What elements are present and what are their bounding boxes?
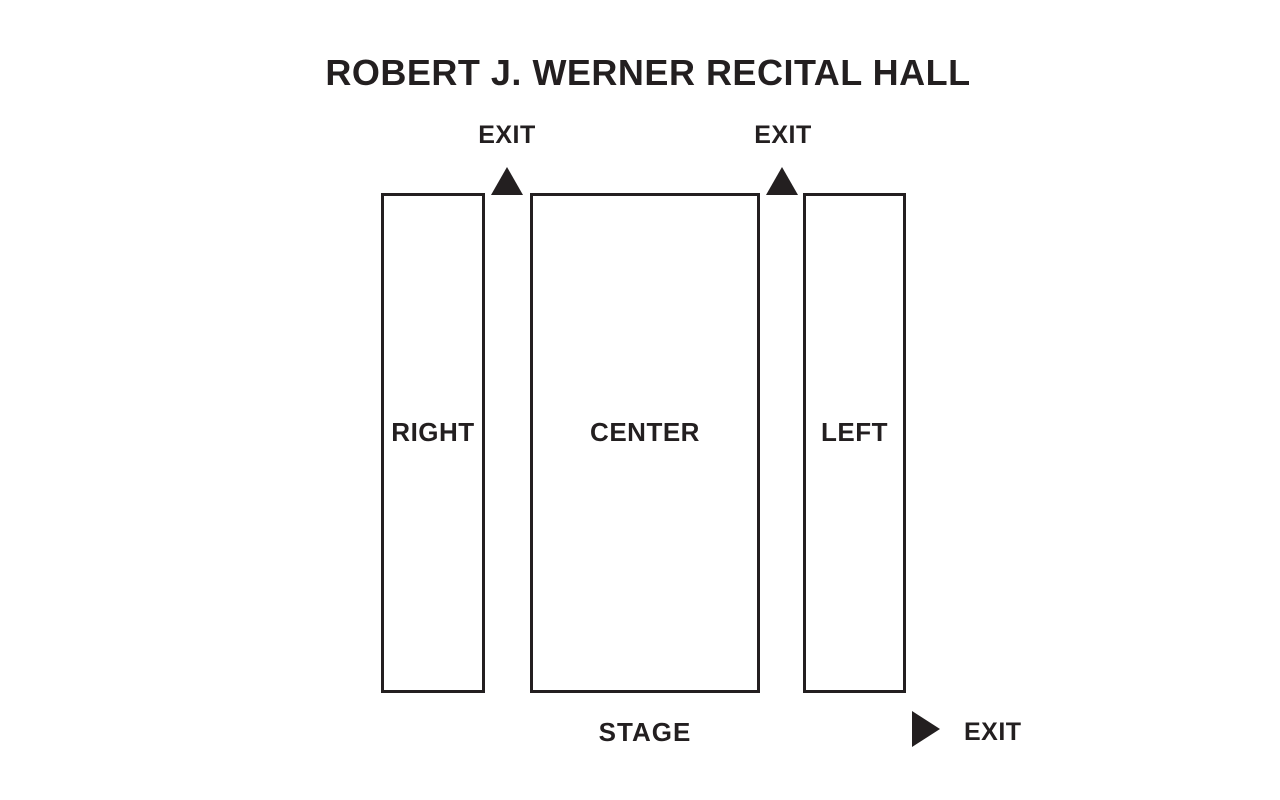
section-left-label: LEFT bbox=[821, 416, 888, 447]
stage-label: STAGE bbox=[598, 717, 692, 747]
section-center: CENTER bbox=[530, 193, 760, 693]
section-left: LEFT bbox=[803, 193, 906, 693]
section-right-label: RIGHT bbox=[391, 416, 475, 447]
exit-label-top-right: EXIT bbox=[754, 121, 812, 149]
exit-label-bottom-right: EXIT bbox=[964, 718, 1022, 746]
section-center-label: CENTER bbox=[590, 416, 700, 447]
hall-title: ROBERT J. WERNER RECITAL HALL bbox=[325, 52, 971, 93]
section-right: RIGHT bbox=[381, 193, 485, 693]
exit-arrow-up-icon bbox=[766, 167, 798, 195]
exit-arrow-right-icon bbox=[912, 711, 940, 747]
exit-label-top-left: EXIT bbox=[478, 121, 536, 149]
exit-arrow-up-icon bbox=[491, 167, 523, 195]
